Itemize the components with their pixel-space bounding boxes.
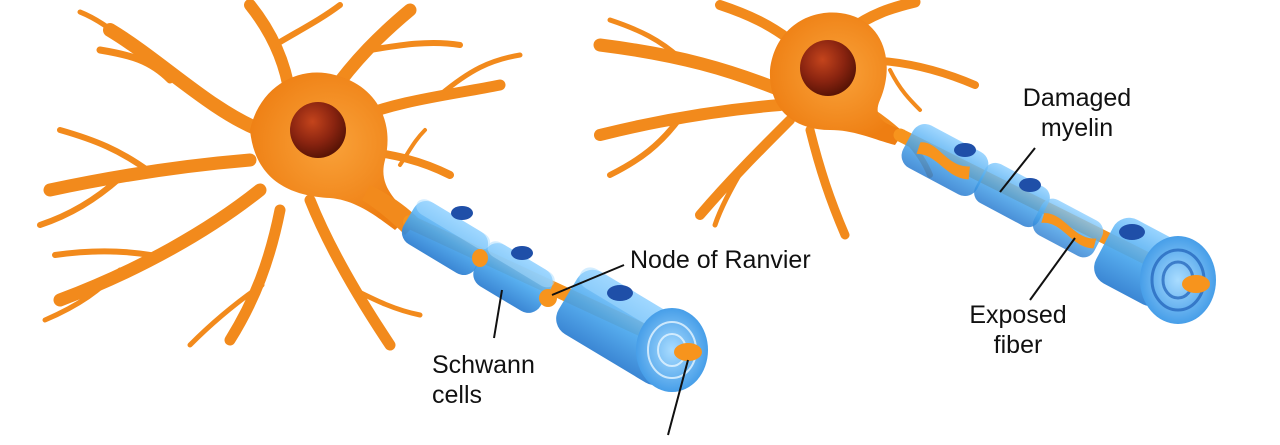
exposed-fiber-leader [1029, 237, 1076, 301]
node-of-ranvier-label: Node of Ranvier [630, 246, 811, 274]
exposed-fiber-label-line1: Exposed [969, 301, 1067, 329]
damaged-neuron [593, 0, 1216, 324]
healthy-myelin-sheath [401, 199, 708, 392]
schwann-cells-leader [493, 289, 503, 339]
healthy-nucleus [290, 102, 346, 158]
damaged-myelin-sheath [901, 124, 1216, 324]
damaged-myelin-label-line1: Damaged [1022, 84, 1132, 112]
healthy-schwann-nuclei [451, 206, 633, 301]
healthy-dendrites [37, 0, 523, 351]
schwann-cells-label-line2: cells [432, 381, 483, 409]
node-of-ranvier-leader [551, 264, 625, 296]
schwann-cells-label-line1: Schwann [432, 351, 535, 379]
exposed-fiber-label-line2: fiber [993, 331, 1043, 359]
healthy-neuron [37, 0, 708, 436]
damaged-myelin-leader [999, 147, 1036, 193]
damaged-myelin-label-line2: myelin [1040, 114, 1114, 142]
damaged-nucleus [800, 40, 856, 96]
axon-tip-leader [667, 359, 689, 436]
damaged-schwann-nuclei [954, 143, 1145, 240]
